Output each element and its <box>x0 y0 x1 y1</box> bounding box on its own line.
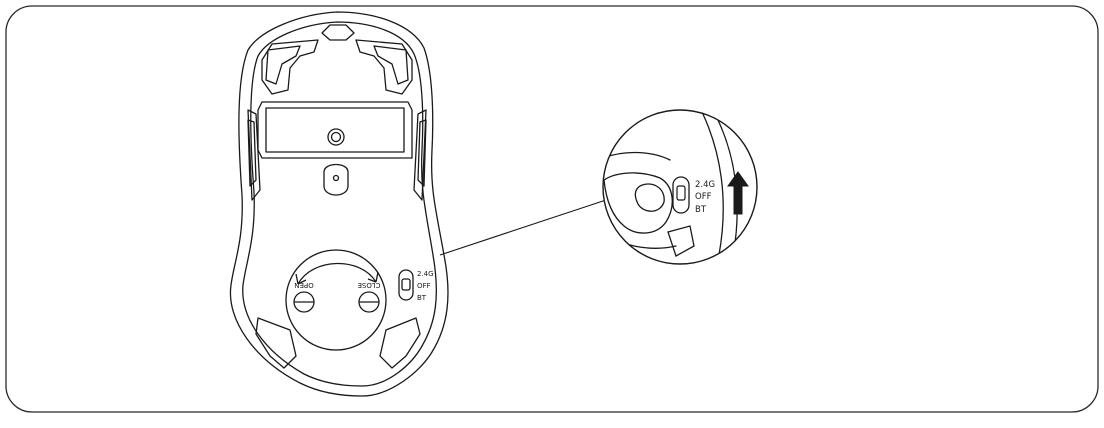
dial-open-label: OPEN <box>294 281 313 289</box>
label-plate <box>257 101 413 159</box>
callout-line <box>439 199 607 256</box>
rotate-arrow <box>297 262 377 285</box>
dial-close-label: CLOSE <box>358 281 381 289</box>
sensor-outer <box>327 128 345 146</box>
lower-left-foot <box>255 317 297 369</box>
right-grip <box>413 109 427 201</box>
lower-right-foot <box>379 317 421 369</box>
diagram-frame <box>5 5 1099 413</box>
battery-dial <box>285 249 387 351</box>
up-arrow-icon <box>727 171 749 215</box>
zoom-switch-label-off: OFF <box>695 192 712 202</box>
zoom-switch-label-2-4g: 2.4G <box>695 180 715 190</box>
left-grip <box>247 109 261 201</box>
dpi-button <box>323 163 349 196</box>
upper-right-foot <box>355 39 413 95</box>
sensor-inner <box>330 131 342 143</box>
mouse-switch-label-bt: BT <box>417 294 427 302</box>
upper-left-foot <box>261 39 319 95</box>
mouse-switch-label-2-4g: 2.4G <box>417 270 434 278</box>
zoom-switch-label-bt: BT <box>695 205 707 215</box>
zoom-detail <box>602 109 758 265</box>
mouse-outline <box>229 11 449 397</box>
mouse-underside <box>229 11 449 397</box>
mouse-inner-outline <box>242 21 438 387</box>
top-notch <box>321 24 355 41</box>
shell-edge <box>701 111 724 261</box>
mouse-switch-label-off: OFF <box>417 282 431 290</box>
mouse-power-switch <box>398 269 414 301</box>
